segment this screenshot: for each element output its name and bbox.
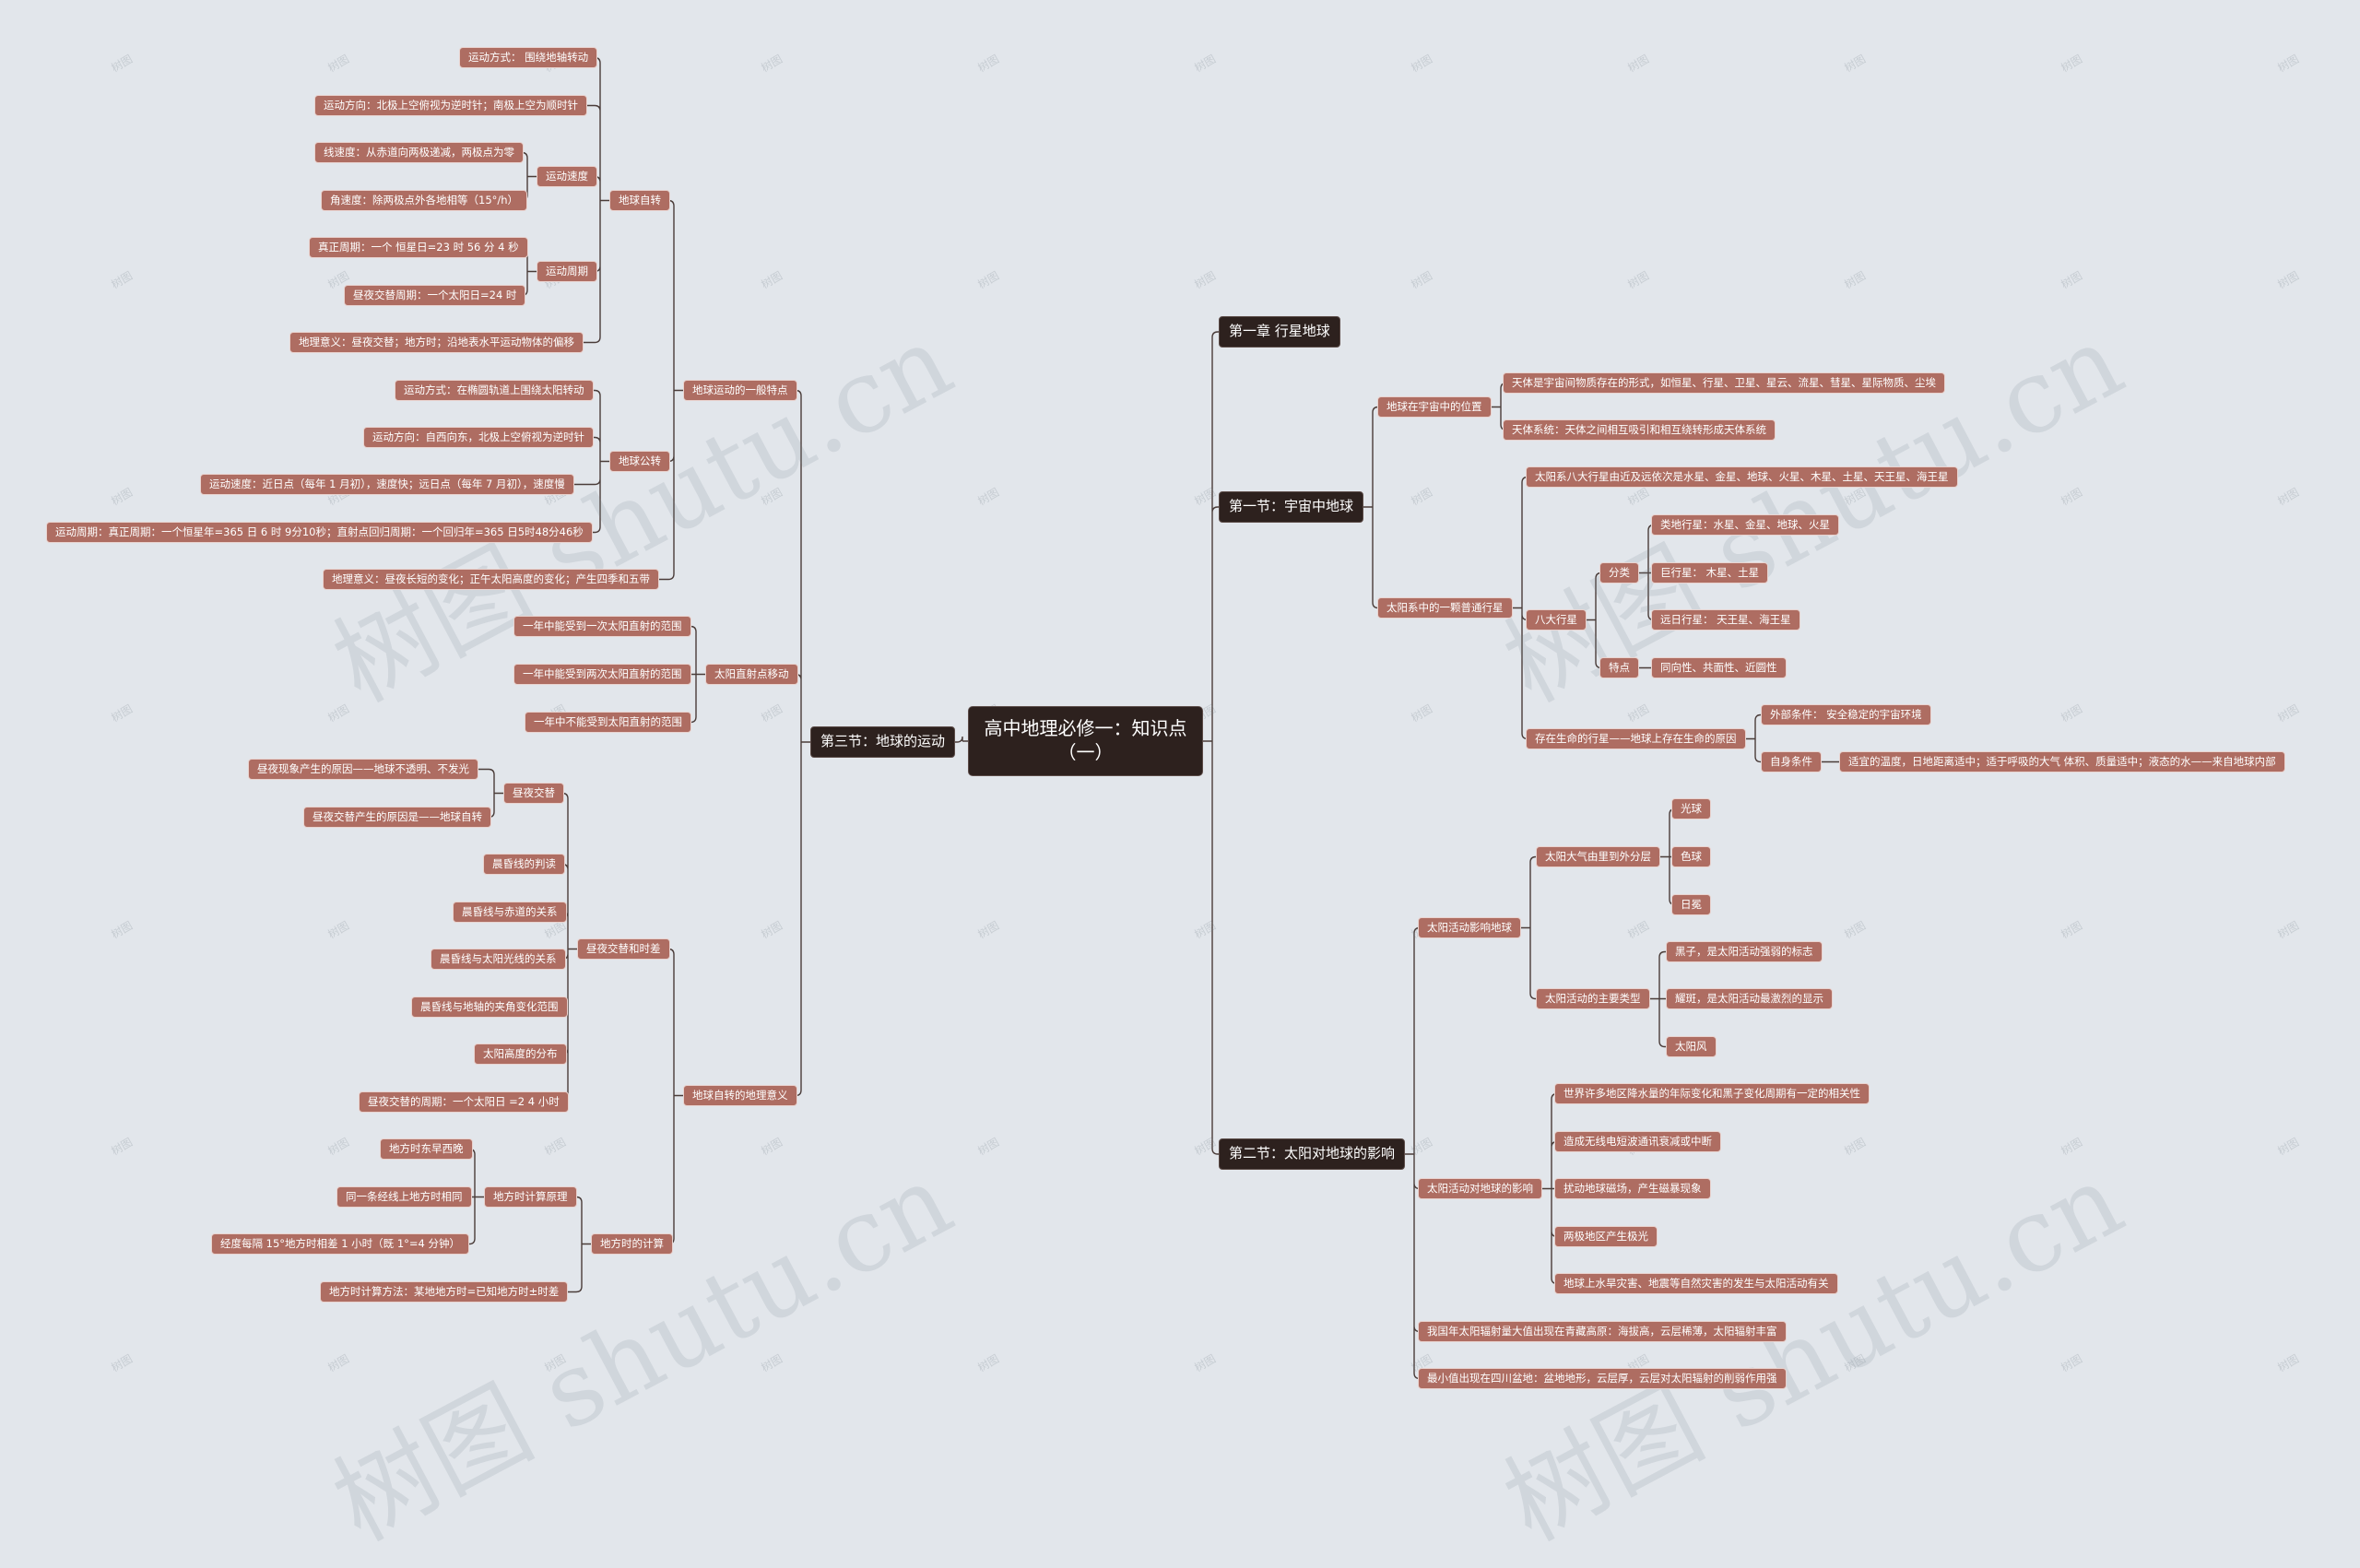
node-sunspot[interactable]: 黑子，是太阳活动强弱的标志 [1666,941,1823,962]
node-angular-speed[interactable]: 角速度：除两极点外各地相等（15°/h） [321,190,528,211]
node-east-earlier[interactable]: 地方时东早西晚 [380,1138,473,1160]
node-rotation-direction[interactable]: 运动方向：北极上空俯视为逆时针；南极上空为顺时针 [314,95,587,116]
connector [795,389,810,1097]
node-alternation-cause[interactable]: 昼夜交替产生的原因是——地球自转 [303,807,491,828]
node-terminator-read[interactable]: 晨昏线的判读 [483,854,565,875]
node-solar-activity[interactable]: 太阳活动影响地球 [1418,917,1521,938]
node-feature-value[interactable]: 同向性、共面性、近圆性 [1651,657,1787,678]
connector [1363,406,1379,609]
node-direct-once[interactable]: 一年中能受到一次太阳直射的范围 [513,616,691,637]
node-effect-disasters[interactable]: 地球上水旱灾害、地震等自然灾害的发生与太阳活动有关 [1554,1273,1838,1294]
connector [574,389,609,534]
node-sun-altitude[interactable]: 太阳高度的分布 [474,1043,567,1065]
node-self-value[interactable]: 适宜的温度，日地距离适中；适于呼吸的大气 体积、质量适中；液态的水——来自地球内… [1839,751,2285,772]
node-ordinary-planet[interactable]: 太阳系中的一颗普通行星 [1377,597,1513,619]
node-chromosphere[interactable]: 色球 [1671,846,1711,867]
node-life[interactable]: 存在生命的行星——地球上存在生命的原因 [1526,728,1746,749]
node-revolution[interactable]: 地球公转 [609,451,670,472]
node-terrestrial[interactable]: 类地行星：水星、金星、地球、火星 [1651,514,1839,536]
node-effect-aurora[interactable]: 两极地区产生极光 [1554,1226,1658,1247]
node-atmosphere-layers[interactable]: 太阳大气由里到外分层 [1536,846,1660,867]
node-rotation-period[interactable]: 运动周期 [537,261,597,282]
node-linear-speed[interactable]: 线速度：从赤道向两极递减，两极点为零 [314,142,524,163]
node-direct-twice[interactable]: 一年中能受到两次太阳直射的范围 [513,664,691,685]
node-planet-order[interactable]: 太阳系八大行星由近及远依次是水星、金星、地球、火星、木星、土星、天王星、海王星 [1526,466,1958,488]
node-photosphere[interactable]: 光球 [1671,798,1711,819]
node-direct-never[interactable]: 一年中不能受到太阳直射的范围 [525,712,691,733]
node-celestial-system[interactable]: 天体系统：天体之间相互吸引和相互绕转形成天体系统 [1503,419,1776,441]
node-terminator-sunlight[interactable]: 晨昏线与太阳光线的关系 [431,949,566,970]
node-rotation-method[interactable]: 运动方式： 围绕地轴转动 [459,47,598,68]
node-effect-radio[interactable]: 造成无线电短波通讯衰减或中断 [1554,1131,1721,1152]
connector [955,736,968,743]
section-3-title[interactable]: 第三节：地球的运动 [810,726,956,758]
node-daynight-timediff[interactable]: 昼夜交替和时差 [577,938,670,960]
node-corona[interactable]: 日冕 [1671,894,1711,915]
node-external[interactable]: 外部条件： 安全稳定的宇宙环境 [1761,704,1931,725]
node-classify[interactable]: 分类 [1599,562,1639,584]
connector [667,948,683,1245]
node-terminator-axis[interactable]: 晨昏线与地轴的夹角变化范围 [411,996,568,1018]
connector [1660,808,1676,906]
connector [1513,476,1528,740]
node-rotation[interactable]: 地球自转 [609,190,670,211]
section-1-title[interactable]: 第一节：宇宙中地球 [1219,491,1364,523]
node-rotation-speed[interactable]: 运动速度 [537,166,597,187]
connector [1521,855,1537,1000]
chapter-title[interactable]: 第一章 行星地球 [1219,316,1340,348]
node-longitude-difference[interactable]: 经度每隔 15°地方时相差 1 小时（既 1°=4 分钟） [211,1233,469,1255]
node-effect-magnetic[interactable]: 扰动地球磁场，产生磁暴现象 [1554,1178,1711,1199]
node-celestial-body[interactable]: 天体是宇宙间物质存在的形式，如恒星、行星、卫星、星云、流星、彗星、星际物质、尘埃 [1503,372,1945,394]
node-solar-wind[interactable]: 太阳风 [1666,1036,1717,1057]
node-solar-day[interactable]: 昼夜交替周期：一个太阳日=24 时 [344,285,526,306]
node-min-radiation[interactable]: 最小值出现在四川盆地：盆地地形，云层厚，云层对太阳辐射的削弱作用强 [1418,1368,1787,1389]
node-revolution-direction[interactable]: 运动方向：自西向东，北极上空俯视为逆时针 [363,427,594,448]
node-daynight-cause[interactable]: 昼夜现象产生的原因——地球不透明、不发光 [248,759,478,780]
node-rotation-geographic-meaning[interactable]: 地球自转的地理意义 [683,1085,797,1106]
node-eight-planets[interactable]: 八大行星 [1526,609,1587,631]
connector [568,1196,591,1293]
node-far-planets[interactable]: 远日行星： 天王星、海王星 [1651,609,1800,631]
node-giant[interactable]: 巨行星： 木星、土星 [1651,562,1769,584]
connector [1587,572,1602,669]
section-2-title[interactable]: 第二节：太阳对地球的影响 [1219,1138,1406,1170]
node-direct-point[interactable]: 太阳直射点移动 [705,664,798,685]
connector [1405,926,1421,1380]
node-feature[interactable]: 特点 [1599,657,1639,678]
node-local-time-calc[interactable]: 地方时的计算 [591,1233,673,1255]
node-effects[interactable]: 太阳活动对地球的影响 [1418,1178,1542,1199]
mindmap-root[interactable]: 高中地理必修一：知识点（一） [968,706,1203,776]
node-self-condition[interactable]: 自身条件 [1761,751,1822,772]
node-max-radiation[interactable]: 我国年太阳辐射量大值出现在青藏高原：海拔高，云层稀薄，太阳辐射丰富 [1418,1321,1787,1342]
node-sidereal-day[interactable]: 真正周期：一个 恒星日=23 时 56 分 4 秒 [309,237,528,258]
node-local-time-method[interactable]: 地方时计算方法：某地地方时=已知地方时±时差 [320,1281,569,1303]
node-activity-types[interactable]: 太阳活动的主要类型 [1536,988,1650,1009]
connector [1203,331,1219,1155]
node-revolution-meaning[interactable]: 地理意义：昼夜长短的变化；正午太阳高度的变化；产生四季和五带 [323,569,659,590]
node-revolution-method[interactable]: 运动方式：在椭圆轨道上围绕太阳转动 [395,380,594,401]
connector [1542,1092,1558,1285]
connector [1650,950,1666,1048]
node-local-time-principle[interactable]: 地方时计算原理 [484,1186,577,1208]
node-position[interactable]: 地球在宇宙中的位置 [1377,396,1492,418]
connector [659,199,683,581]
node-daynight-alternation[interactable]: 昼夜交替 [503,783,564,804]
connector [468,1148,484,1245]
connector [584,56,609,344]
node-revolution-speed[interactable]: 运动速度：近日点（每年 1 月初），速度快；远日点（每年 7 月初），速度慢 [200,474,574,495]
node-daynight-period[interactable]: 昼夜交替的周期：一个太阳日 =2 4 小时 [359,1091,569,1113]
connector [690,625,705,724]
node-general-features[interactable]: 地球运动的一般特点 [683,380,797,401]
node-revolution-period[interactable]: 运动周期：真正周期：一个恒星年=365 日 6 时 9分10秒；直射点回归周期：… [46,522,593,543]
node-rotation-meaning[interactable]: 地理意义：昼夜交替；地方时；沿地表水平运动物体的偏移 [289,332,584,353]
node-effect-precipitation[interactable]: 世界许多地区降水量的年际变化和黑子变化周期有一定的相关性 [1554,1083,1870,1104]
connector [1746,713,1762,763]
connector [1639,524,1655,621]
node-terminator-equator[interactable]: 晨昏线与赤道的关系 [453,902,567,923]
node-same-meridian[interactable]: 同一条经线上地方时相同 [336,1186,472,1208]
node-flare[interactable]: 耀斑，是太阳活动最激烈的显示 [1666,988,1833,1009]
